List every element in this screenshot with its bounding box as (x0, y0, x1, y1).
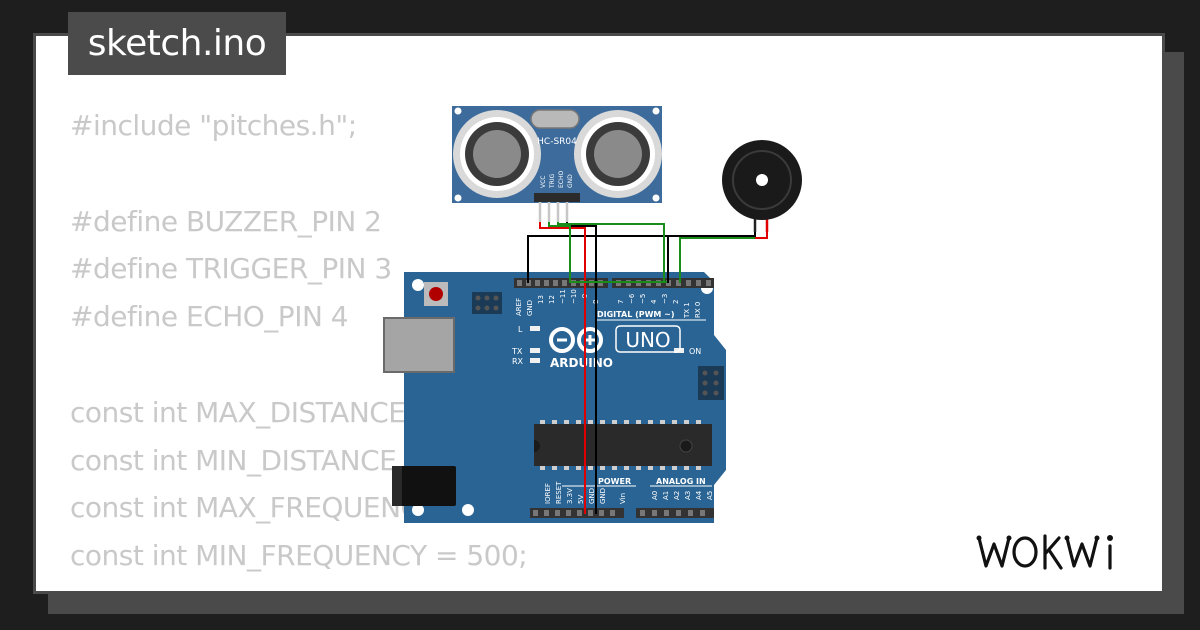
arduino-logo (549, 327, 603, 353)
pin-label-a2: A2 (673, 491, 681, 500)
pin-label-4: 4 (650, 299, 658, 304)
usb-connector (383, 317, 455, 373)
pin-label-7: 7 (617, 300, 625, 304)
digital-header-left (514, 278, 608, 288)
pin-label-a1: A1 (662, 491, 670, 500)
sensor-pin-label-gnd: GND (567, 174, 574, 188)
sensor-pin-label-trig: TRIG (549, 173, 556, 189)
led-label-l: L (518, 325, 523, 334)
wires (527, 222, 768, 514)
arduino-brand-label: ARDUINO (550, 356, 613, 370)
sensor-pin-label-vcc: VCC (540, 176, 547, 188)
analog-header (636, 508, 714, 518)
pin-label-a3: A3 (684, 491, 692, 500)
pin-label-ioref: IOREF (544, 483, 552, 504)
pin-label-10: ~10 (570, 289, 578, 304)
analog-section-label: ANALOG IN (656, 477, 706, 486)
pin-label-aref: AREF (515, 298, 523, 316)
pin-label-gnd: GND (526, 300, 534, 316)
ultrasonic-sensor[interactable]: HC-SR04 VCC TRIG ECHO GND (452, 106, 662, 222)
pin-label-12: 12 (548, 295, 556, 304)
pin-label-5: ~5 (639, 294, 647, 304)
pin-label-vin: Vin (619, 493, 627, 504)
piezo-buzzer[interactable] (722, 140, 802, 232)
pin-label-a4: A4 (695, 490, 703, 500)
sensor-transducer-left (453, 110, 541, 198)
sensor-model-label: HC-SR04 (537, 137, 577, 147)
pin-label-reset: RESET (555, 481, 563, 504)
uno-badge (615, 325, 681, 353)
pin-label-tx1: TX 1 (683, 302, 691, 319)
pin-label-3: ~3 (661, 294, 669, 304)
power-jack (392, 466, 456, 506)
pin-label-2: 2 (672, 300, 680, 304)
sensor-transducer-right (574, 110, 662, 198)
code-line: #define ECHO_PIN 4 (70, 300, 349, 334)
arduino-model-label: UNO (625, 328, 670, 352)
code-line: #define TRIGGER_PIN 3 (70, 252, 392, 286)
code-line: const int MIN_FREQUENCY = 500; (70, 539, 528, 573)
pin-label-5v: 5V (577, 495, 585, 504)
pin-label-a5: A5 (706, 491, 714, 500)
pin-label-13: 13 (537, 295, 545, 304)
led-label-tx: TX (511, 347, 523, 356)
arduino-uno-board[interactable]: AREF GND 13 12 ~11 ~10 ~9 8 7 ~6 ~5 4 ~3… (383, 272, 726, 523)
pin-label-11: ~11 (559, 289, 567, 304)
sensor-pin-label-echo: ECHO (558, 171, 565, 188)
power-section-label: POWER (598, 477, 631, 486)
pin-label-gnd-2: GND (599, 488, 607, 504)
wokwi-logo (976, 534, 1113, 570)
led-label-rx: RX (512, 357, 524, 366)
code-line: #include "pitches.h"; (70, 109, 357, 142)
pin-label-a0: A0 (651, 491, 659, 500)
pin-label-6: ~6 (628, 293, 636, 304)
code-line: #define BUZZER_PIN 2 (70, 204, 382, 238)
microcontroller-chip (534, 420, 712, 470)
pin-label-3v3: 3.3V (566, 488, 574, 504)
pin-label-gnd-1: GND (588, 488, 596, 504)
digital-section-label: DIGITAL (PWM ~) (597, 310, 675, 319)
led-label-on: ON (689, 347, 701, 356)
file-tab[interactable]: sketch.ino (68, 12, 286, 75)
pin-label-rx0: RX 0 (694, 302, 702, 318)
